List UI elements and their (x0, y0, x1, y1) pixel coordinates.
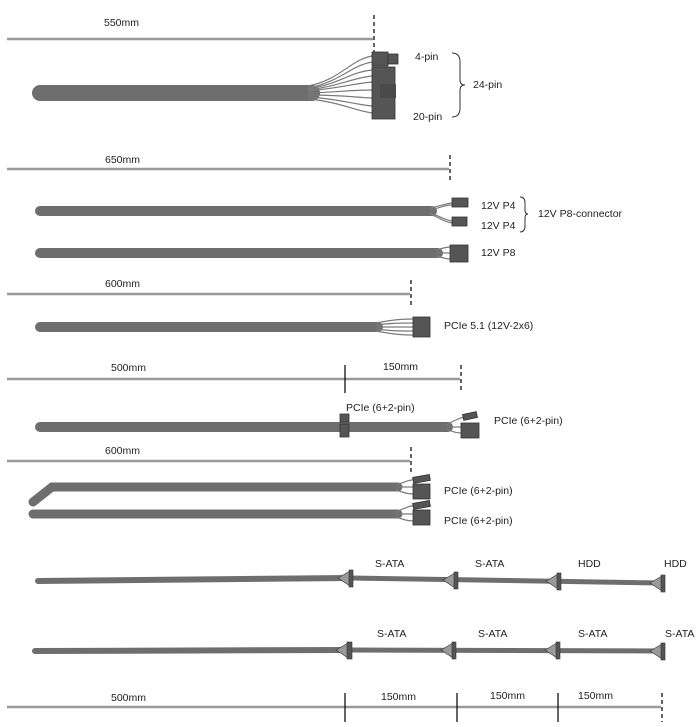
pcie-top-label: PCIe (6+2-pin) (444, 485, 513, 497)
sata-length-ruler: 500mm 150mm 150mm 150mm (7, 690, 663, 722)
12v-p4-connector (451, 216, 468, 227)
sata-connector (451, 641, 457, 660)
connector-label: HDD (664, 558, 687, 570)
4-pin-label: 4-pin (415, 51, 439, 63)
pcie-mid-label: PCIe (6+2-pin) (346, 402, 415, 414)
sata-connector (555, 641, 561, 660)
cable-group-24pin: 550mm 4-pin 20-pin 24-pin (7, 15, 502, 123)
20-pin-label: 20-pin (413, 111, 442, 123)
cable-group-pcie5: 600mm PCIe 5.1 (12V-2x6) (7, 278, 533, 338)
length-label: 150mm (381, 691, 416, 703)
connector-label: S-ATA (475, 558, 504, 570)
length-label: 150mm (578, 690, 613, 702)
cable-group-pcie-daisy: 500mm 150mm PCIe (6+2-pin) PCIe (6+2-pin… (7, 361, 563, 439)
length-main-label: 500mm (111, 362, 146, 374)
sata-connector (660, 642, 666, 661)
connector-label: S-ATA (665, 628, 694, 640)
12v-p4-connector (451, 197, 469, 208)
brace-icon (451, 52, 466, 118)
cable-group-cpu: 650mm 12V P4 12V P4 12V P8-connector 12V… (7, 154, 623, 263)
sata-connector (453, 571, 459, 590)
12v-p4-bottom-label: 12V P4 (481, 220, 516, 232)
pcie5-connector (412, 316, 431, 338)
brace-icon (519, 196, 529, 233)
12v-p4-top-label: 12V P4 (481, 200, 516, 212)
sata-cable: S-ATA S-ATA S-ATA S-ATA (32, 628, 694, 661)
pcie5-label: PCIe 5.1 (12V-2x6) (444, 320, 533, 332)
connector-label: S-ATA (377, 628, 406, 640)
connector-label: S-ATA (578, 628, 607, 640)
12v-p8-connector-label: 12V P8-connector (538, 208, 623, 220)
length-label: 600mm (105, 278, 140, 290)
12v-p8-label: 12V P8 (481, 247, 516, 259)
length-label: 650mm (105, 154, 140, 166)
pcie-top-connector (412, 483, 431, 500)
hdd-connector (660, 574, 666, 593)
fan-wires (307, 55, 373, 114)
24-pin-label: 24-pin (473, 79, 502, 91)
pcie-end-label: PCIe (6+2-pin) (494, 415, 563, 427)
length-label: 550mm (104, 17, 139, 29)
cable-group-pcie-dual: 600mm PCIe (6+2-pin) PCIe (6+2-pin) (7, 445, 513, 527)
pcie-bottom-label: PCIe (6+2-pin) (444, 515, 513, 527)
connector-label: S-ATA (375, 558, 404, 570)
connector-label: HDD (578, 558, 601, 570)
4-pin-connector (371, 51, 389, 67)
12v-p8-connector (449, 244, 469, 263)
pcie-mid-connector (339, 413, 350, 423)
pcie-end-connector (460, 422, 480, 439)
hdd-connector (556, 572, 562, 591)
pcie-top-cable (28, 482, 403, 507)
length-label: 150mm (490, 690, 525, 702)
sata-hdd-cable: S-ATA S-ATA HDD HDD (35, 558, 687, 593)
length-label: 600mm (105, 445, 140, 457)
connector-label: S-ATA (478, 628, 507, 640)
sata-connector (346, 641, 353, 660)
pcie-bottom-connector (412, 509, 431, 526)
length-label: 500mm (111, 692, 146, 704)
sata-connector (348, 569, 354, 588)
length-ext-label: 150mm (383, 361, 418, 373)
